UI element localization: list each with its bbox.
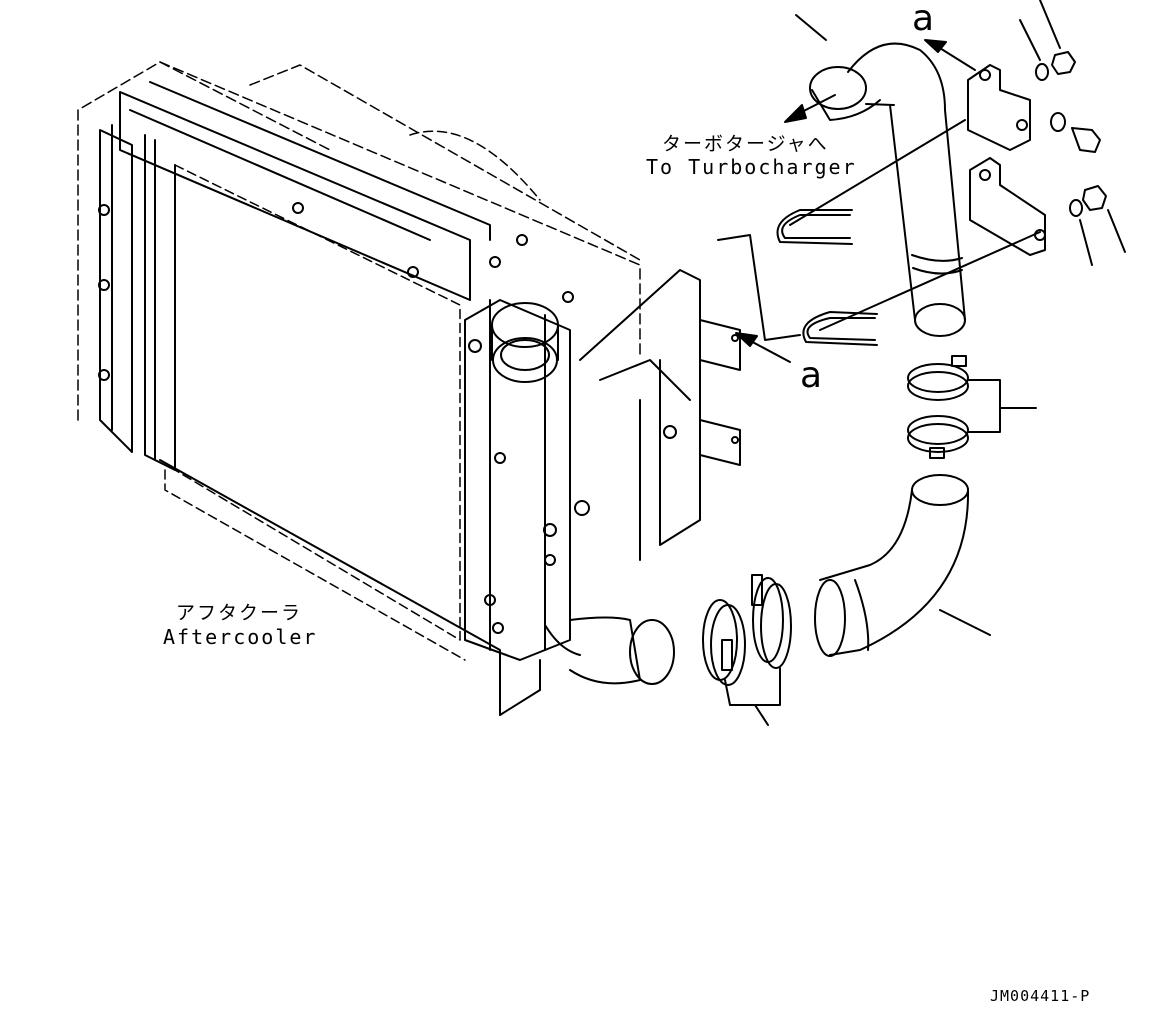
clamps-right	[907, 355, 1037, 459]
ref-arrow-top	[924, 39, 976, 71]
upper-hose	[795, 14, 966, 337]
turbo-label-jp: ターボタージャへ	[662, 133, 829, 155]
nuts-washers	[1019, 0, 1126, 266]
turbo-label-en: To Turbocharger	[646, 155, 857, 179]
turbo-arrow	[784, 94, 836, 123]
reference-mark-a-mid: a	[800, 355, 823, 396]
clamps-lower	[702, 574, 792, 726]
aftercooler-label-jp: アフタクーラ	[176, 602, 303, 624]
lower-hose	[814, 474, 991, 657]
ref-arrow-mid	[735, 332, 791, 363]
aftercooler-label-en: Aftercooler	[163, 625, 318, 649]
u-bolts	[717, 119, 1041, 346]
brackets	[967, 64, 1046, 256]
reference-mark-a-top: a	[912, 0, 935, 39]
drawing-code: JM004411-P	[990, 987, 1091, 1005]
aftercooler-body	[77, 61, 741, 716]
